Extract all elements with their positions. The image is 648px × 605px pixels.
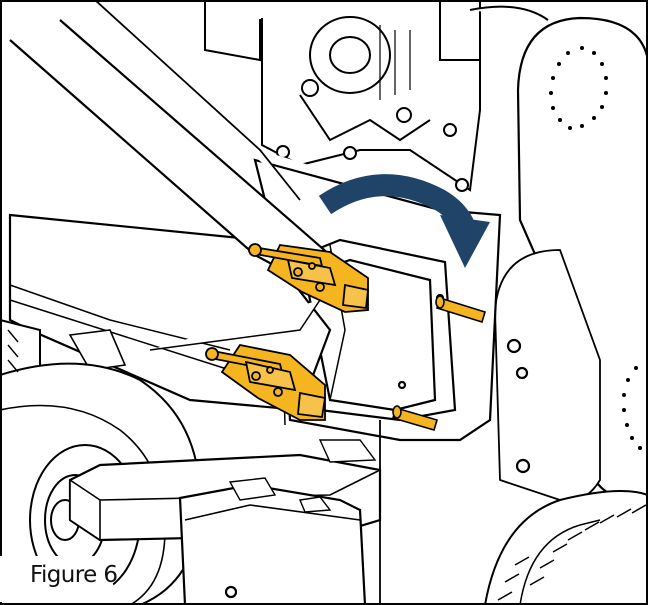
pin-upper-icon (435, 295, 486, 324)
frame-tube (68, 420, 382, 605)
discharge-chute (8, 0, 347, 412)
latch-upper-icon (248, 243, 369, 313)
figure-caption: Figure 6 (0, 556, 160, 605)
tire-right (483, 490, 648, 605)
curved-arrow-icon (318, 174, 490, 268)
vent-holes-top (549, 46, 608, 130)
hopper-frame (253, 158, 502, 442)
pin-lower-icon (392, 405, 438, 431)
caption-background (0, 556, 120, 602)
vent-holes-bottom (622, 366, 642, 450)
latch-lower-icon (205, 343, 327, 421)
caption-label: Figure 6 (30, 562, 118, 588)
belt-guard (494, 16, 648, 507)
